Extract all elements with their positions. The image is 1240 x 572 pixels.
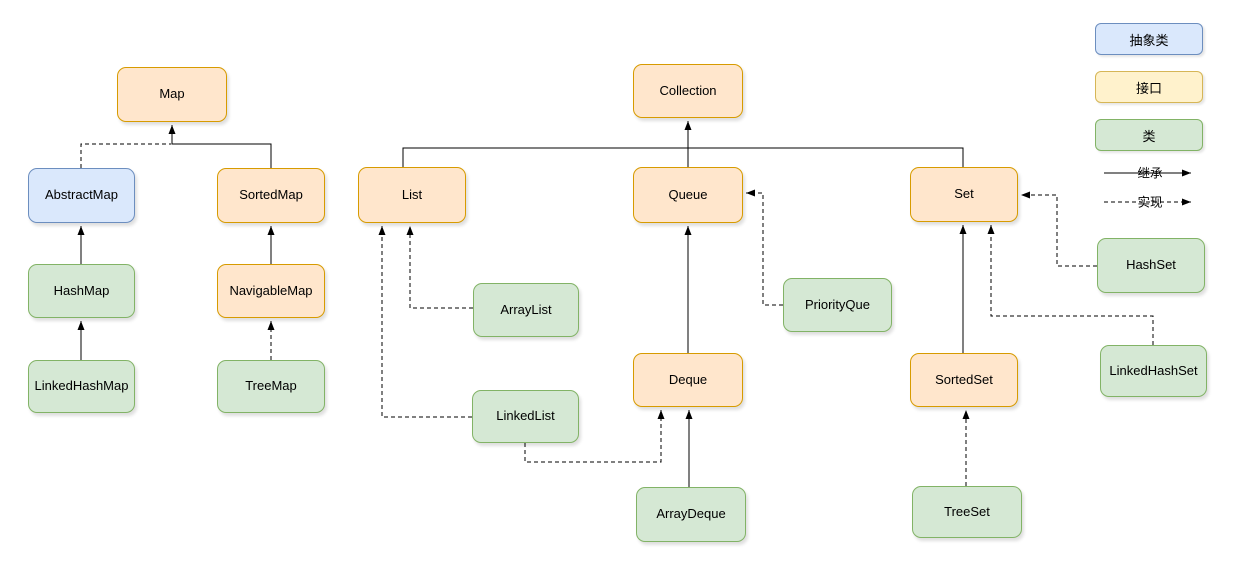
node-label: SortedMap <box>239 187 303 203</box>
node-hashmap: HashMap <box>28 264 135 318</box>
edge-priorityque-queue <box>746 189 783 306</box>
edge-arraylist-list <box>406 226 473 309</box>
node-label: Queue <box>668 186 708 202</box>
node-label: AbstractMap <box>45 187 118 203</box>
node-sortedmap: SortedMap <box>217 168 325 223</box>
dashed-arrow-icon <box>1104 198 1191 206</box>
node-list: List <box>358 167 466 223</box>
node-collection: Collection <box>633 64 743 118</box>
edge-linkedlist-list <box>378 226 472 418</box>
node-label: SortedSet <box>935 371 993 387</box>
node-label: LinkedList <box>496 408 555 424</box>
legend-inheritance-arrow: 继承 <box>1103 165 1197 181</box>
node-label: Deque <box>668 371 708 387</box>
edge-sortedmap-map <box>168 125 272 168</box>
node-label: TreeMap <box>245 378 297 394</box>
node-label: PriorityQue <box>804 296 871 312</box>
legend-abstract-class-label: 抽象类 <box>1129 32 1169 48</box>
node-navigablemap: NavigableMap <box>217 264 325 318</box>
node-queue: Queue <box>633 167 743 223</box>
legend-class-label: 类 <box>1142 128 1156 144</box>
node-deque: Deque <box>633 353 743 407</box>
node-label: TreeSet <box>944 503 990 519</box>
legend-interface-swatch: 接口 <box>1095 71 1203 103</box>
edge-list-collection <box>402 147 688 167</box>
node-label: NavigableMap <box>229 282 313 298</box>
node-label: HashMap <box>53 282 110 298</box>
node-linkedhashmap: LinkedHashMap <box>28 360 135 413</box>
edge-set-collection <box>688 147 964 167</box>
legend-abstract-class-swatch: 抽象类 <box>1095 23 1203 55</box>
node-treemap: TreeMap <box>217 360 325 413</box>
node-label: HashSet <box>1126 257 1176 273</box>
node-set: Set <box>910 167 1018 222</box>
node-arraylist: ArrayList <box>473 283 579 337</box>
node-linkedhashset: LinkedHashSet <box>1100 345 1207 397</box>
node-priorityque: PriorityQue <box>783 278 892 332</box>
edge-linkedlist-deque <box>524 410 665 463</box>
node-linkedlist: LinkedList <box>472 390 579 443</box>
solid-arrow-icon <box>1104 169 1191 177</box>
node-sortedset: SortedSet <box>910 353 1018 407</box>
legend-class-swatch: 类 <box>1095 119 1203 151</box>
node-label: LinkedHashMap <box>34 378 129 394</box>
node-label: ArrayDeque <box>656 506 726 522</box>
node-abstractmap: AbstractMap <box>28 168 135 223</box>
edge-hashset-set <box>1021 191 1097 267</box>
legend-implementation-label: 实现 <box>1137 195 1163 210</box>
node-label: Collection <box>659 82 717 98</box>
legend-implementation-arrow: 实现 <box>1103 194 1197 210</box>
edge-linkedhashset-set <box>987 225 1154 345</box>
legend-inheritance-label: 继承 <box>1137 166 1163 181</box>
node-label: ArrayList <box>500 301 552 317</box>
node-hashset: HashSet <box>1097 238 1205 293</box>
node-label: Map <box>159 86 185 102</box>
node-arraydeque: ArrayDeque <box>636 487 746 542</box>
node-label: LinkedHashSet <box>1109 362 1198 378</box>
node-map: Map <box>117 67 227 122</box>
legend-interface-label: 接口 <box>1135 80 1162 96</box>
node-label: List <box>401 186 423 202</box>
node-label: Set <box>954 186 974 202</box>
node-treeset: TreeSet <box>912 486 1022 538</box>
edge-abstractmap-map <box>80 143 171 168</box>
